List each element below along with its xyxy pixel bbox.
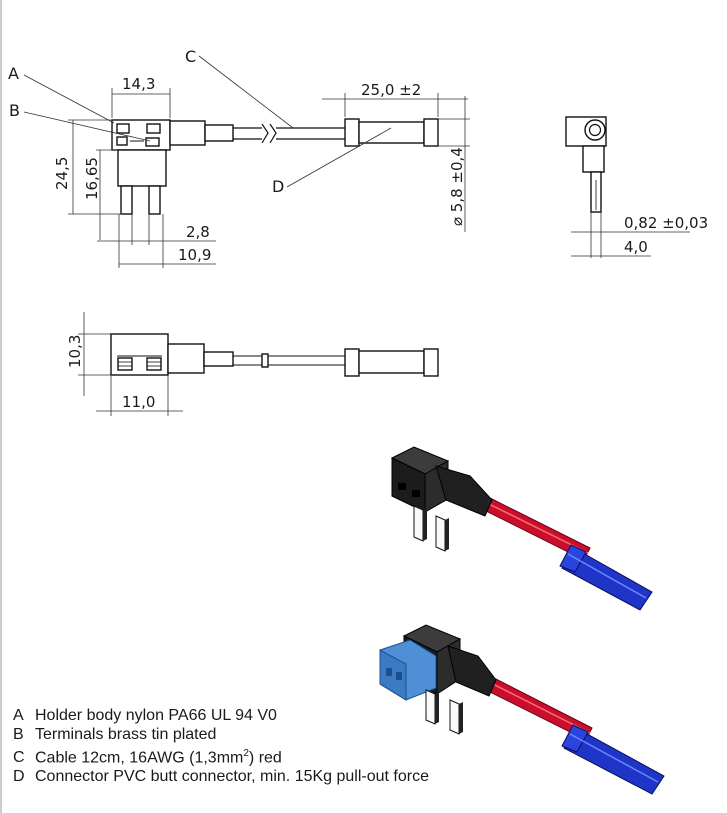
side-dimensions: 0,82 ±0,03 4,0 <box>571 212 708 258</box>
callouts: A B C D <box>8 47 392 196</box>
dim-width-top: 14,3 <box>122 75 155 93</box>
legend-key: B <box>13 726 24 743</box>
product-render-bottom <box>379 624 665 795</box>
legend: A Holder body nylon PA66 UL 94 V0 B Termin… <box>13 706 429 786</box>
legend-item: A Holder body nylon PA66 UL 94 V0 <box>13 706 429 725</box>
bottom-dimensions: 10,3 11,0 <box>66 312 183 416</box>
legend-text: Holder body nylon PA66 UL 94 V0 <box>35 707 277 724</box>
legend-item: C Cable 12cm, 16AWG (1,3mm2) red <box>13 744 429 767</box>
callout-b-label: B <box>9 101 20 120</box>
callout-a-label: A <box>8 64 19 83</box>
legend-key: D <box>13 768 25 786</box>
legend-text: Terminals brass tin plated <box>35 726 217 743</box>
dim-height-body: 16,65 <box>83 157 101 200</box>
callout-c-label: C <box>185 47 196 66</box>
dim-side-height: 10,3 <box>66 335 84 368</box>
legend-text: Connector PVC butt connector, min. 15Kg … <box>35 768 429 786</box>
dim-pin-gap: 2,8 <box>186 223 210 241</box>
legend-superscript: 2 <box>243 748 249 759</box>
dim-diameter: ⌀ 5,8 ±0,4 <box>448 147 466 226</box>
legend-key: C <box>13 749 25 767</box>
front-view <box>111 118 439 215</box>
bottom-view <box>110 333 439 377</box>
legend-item: D Connector PVC butt connector, min. 15Kg… <box>13 767 429 786</box>
dim-height-total: 24,5 <box>53 157 71 190</box>
side-view <box>565 116 607 213</box>
legend-text: Cable 12cm, 16AWG (1,3mm <box>35 749 244 767</box>
dim-pin-width: 4,0 <box>624 238 648 256</box>
dim-pin-span: 10,9 <box>178 246 211 264</box>
product-render-top <box>390 446 653 611</box>
legend-item: B Terminals brass tin plated <box>13 725 429 744</box>
legend-key: A <box>13 707 24 724</box>
dim-cable-length: 25,0 ±2 <box>361 81 421 99</box>
legend-text-tail: ) red <box>248 749 282 767</box>
dim-pin-thickness: 0,82 ±0,03 <box>624 214 708 232</box>
callout-d-label: D <box>272 177 284 196</box>
front-dimensions: 14,3 25,0 ±2 24,5 16,65 2,8 10,9 ⌀ 5,8 ±… <box>53 75 470 268</box>
dim-side-width: 11,0 <box>122 393 155 411</box>
